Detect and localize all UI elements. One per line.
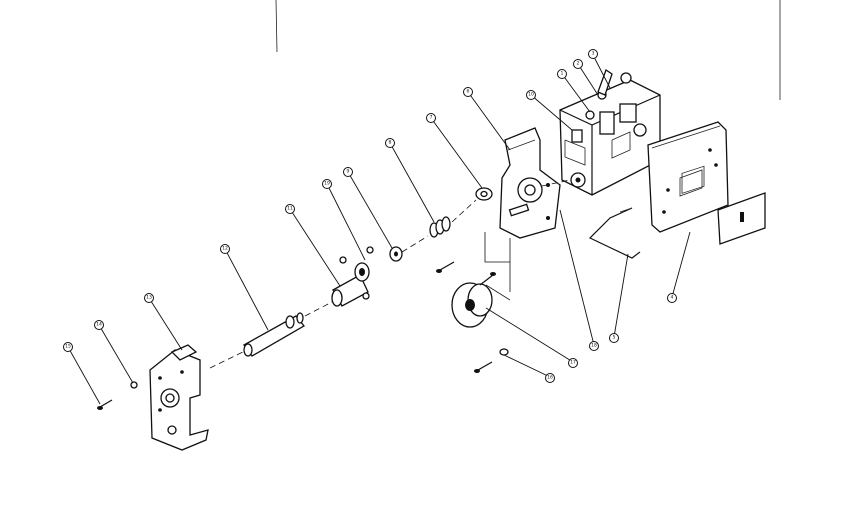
- cover-plate: [647, 121, 729, 233]
- callout-label: 11: [287, 206, 293, 212]
- callout-label: 19: [324, 181, 330, 187]
- callout-label: 2: [577, 61, 580, 67]
- callout-13: 13: [144, 293, 154, 303]
- callout-label: 7: [430, 115, 433, 121]
- callout-5: 5: [609, 333, 619, 343]
- callout-18: 18: [589, 341, 599, 351]
- cam-shaft-assembly: [331, 246, 374, 307]
- callout-label: 14: [96, 322, 102, 328]
- small-washer: [130, 381, 138, 389]
- callout-label: 9: [347, 169, 350, 175]
- callout-label: 18: [591, 343, 597, 349]
- bracket-plate: [499, 127, 561, 239]
- callout-label: 8: [389, 140, 392, 146]
- callout-label: 16: [547, 375, 553, 381]
- callout-9: 9: [343, 167, 353, 177]
- callout-19: 19: [322, 179, 332, 189]
- spring-wire: [588, 207, 641, 259]
- callout-label: 1: [561, 71, 564, 77]
- callout-3: 3: [588, 49, 598, 59]
- main-housing: [559, 69, 661, 196]
- callout-label: 10: [528, 92, 534, 98]
- callout-label: 17: [570, 360, 576, 366]
- callout-2: 2: [573, 59, 583, 69]
- callout-label: 4: [671, 295, 674, 301]
- callout-1: 1: [557, 69, 567, 79]
- callout-label: 12: [222, 246, 228, 252]
- knob-disc: [451, 282, 511, 328]
- callout-4: 4: [667, 293, 677, 303]
- washer: [389, 246, 403, 262]
- callout-12: 12: [220, 244, 230, 254]
- callout-17: 17: [568, 358, 578, 368]
- bushing: [475, 187, 493, 201]
- callout-label: 3: [592, 51, 595, 57]
- callout-label: 13: [146, 295, 152, 301]
- frame-lines: [275, 0, 781, 100]
- callout-label: 6: [467, 89, 470, 95]
- callout-7: 7: [426, 113, 436, 123]
- callout-10: 10: [526, 90, 536, 100]
- callout-8: 8: [385, 138, 395, 148]
- label-card: [717, 192, 766, 245]
- coil-spring: [429, 216, 451, 238]
- callout-label: 5: [613, 335, 616, 341]
- callout-16: 16: [545, 373, 555, 383]
- screw-front: [97, 399, 113, 410]
- callout-label: 15: [65, 344, 71, 350]
- callout-15: 15: [63, 342, 73, 352]
- callout-6: 6: [463, 87, 473, 97]
- leader-lines: [67, 54, 691, 405]
- callout-11: 11: [285, 204, 295, 214]
- front-bracket: [149, 344, 209, 451]
- callout-14: 14: [94, 320, 104, 330]
- center-line: [209, 179, 571, 369]
- shaft: [243, 312, 305, 357]
